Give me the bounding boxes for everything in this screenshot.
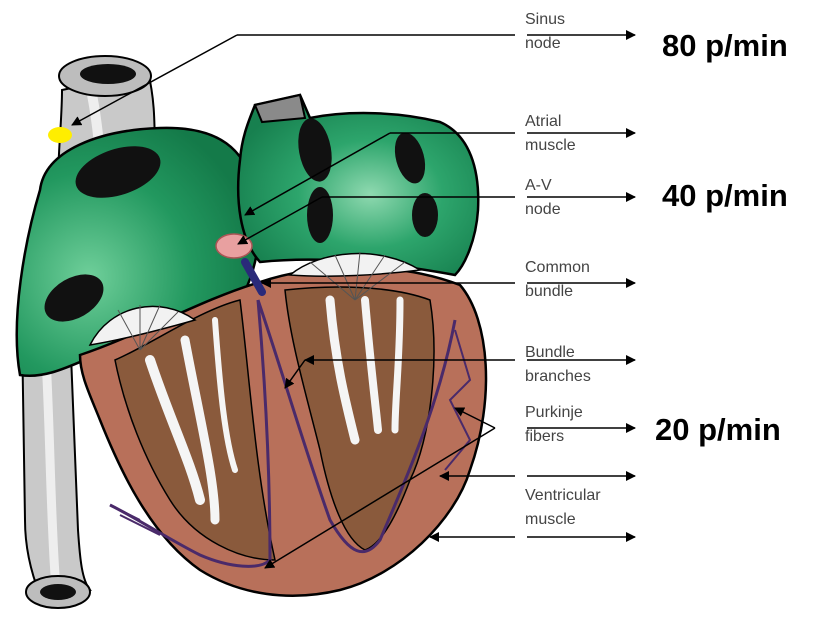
structure-labels: Sinus node Atrial muscle A-V node Common…	[525, 11, 601, 528]
label-ventricular-line1: Ventricular	[525, 487, 601, 504]
label-av-line1: A-V	[525, 177, 552, 194]
label-sinus-line1: Sinus	[525, 11, 565, 28]
sinus-node-marker	[48, 127, 72, 143]
label-purkinje-line2: fibers	[525, 428, 564, 445]
rate-av: 40 p/min	[662, 178, 788, 213]
left-atrium	[238, 95, 478, 275]
rate-sinus: 80 p/min	[662, 28, 788, 63]
label-ventricular-line2: muscle	[525, 511, 576, 528]
label-common-line2: bundle	[525, 283, 573, 300]
rate-labels: 80 p/min 40 p/min 20 p/min	[655, 28, 788, 447]
label-sinus-line2: node	[525, 35, 561, 52]
label-atrial-line1: Atrial	[525, 113, 561, 130]
rate-ventricle: 20 p/min	[655, 412, 781, 447]
label-purkinje-line1: Purkinje	[525, 404, 583, 421]
label-common-line1: Common	[525, 259, 590, 276]
label-branches-line2: branches	[525, 368, 591, 385]
label-branches-line1: Bundle	[525, 344, 575, 361]
label-atrial-line2: muscle	[525, 137, 576, 154]
av-node-marker	[216, 234, 252, 258]
label-av-line2: node	[525, 201, 561, 218]
